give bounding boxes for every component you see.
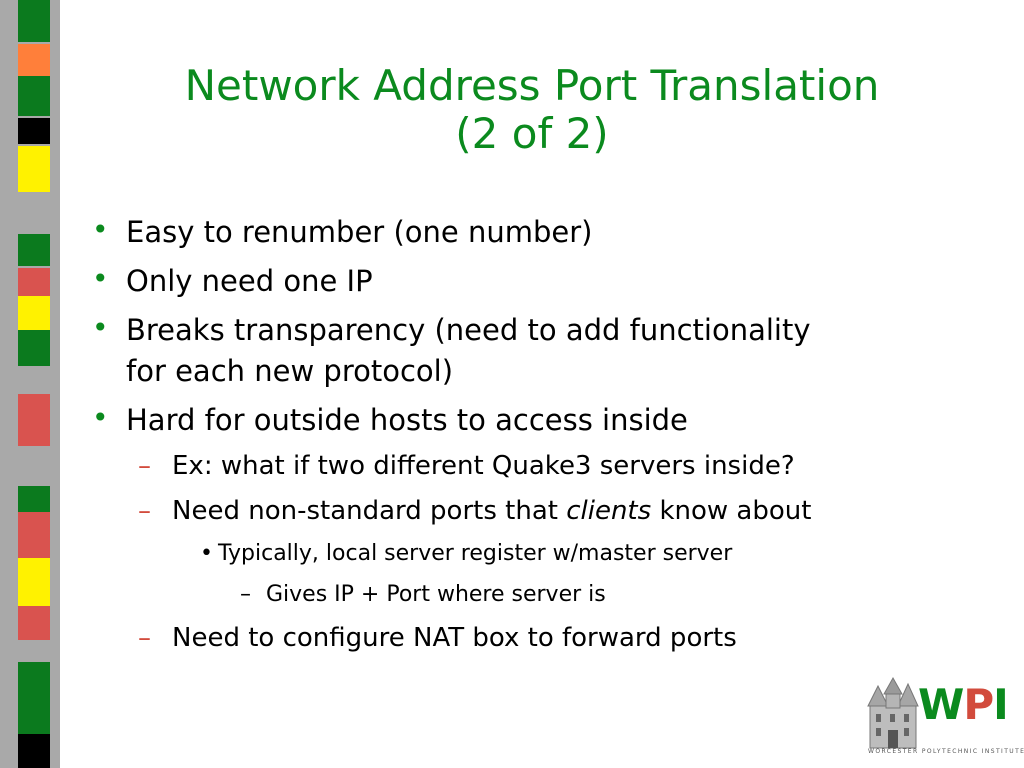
stripe-block <box>18 44 50 76</box>
stripe-block <box>18 234 50 266</box>
logo-wordmark: WPI <box>918 680 1009 730</box>
bullet-text-line-1: Breaks transparency (need to add functio… <box>126 313 811 347</box>
sub-bullet-text-after: know about <box>651 496 812 526</box>
stripe-block <box>18 296 50 330</box>
bullet-marker: • <box>92 401 109 434</box>
bullet-item: • Breaks transparency (need to add funct… <box>92 310 811 350</box>
stripe-block <box>18 192 50 234</box>
stripe-block <box>18 146 50 192</box>
stripe-block <box>18 486 50 512</box>
sub-bullet-marker: – <box>138 496 151 526</box>
stripe-block <box>18 0 50 42</box>
stripe-block <box>18 734 50 768</box>
logo-subtitle: WORCESTER POLYTECHNIC INSTITUTE <box>868 748 1024 755</box>
bullet-text: Only need one IP <box>126 264 373 298</box>
stripe-block <box>18 662 50 734</box>
stripe-block <box>18 76 50 116</box>
wpi-logo: WPI WORCESTER POLYTECHNIC INSTITUTE <box>866 674 1024 760</box>
bullet-item: • Only need one IP <box>92 261 373 301</box>
sub-bullet-item: – Ex: what if two different Quake3 serve… <box>138 448 795 484</box>
sub-bullet-marker: – <box>138 451 151 481</box>
logo-letter-w: W <box>918 680 964 729</box>
sub-bullet-emphasis: clients <box>566 496 652 526</box>
stripe-block <box>18 118 50 144</box>
stripe-block <box>18 330 50 366</box>
stripe-block <box>18 606 50 640</box>
sub-bullet-text: Need to configure NAT box to forward por… <box>172 623 737 653</box>
bullet-marker: • <box>92 311 109 344</box>
stripe-block <box>18 366 50 394</box>
building-icon <box>867 676 919 749</box>
bullet-text-line-2: for each new protocol) <box>126 354 454 388</box>
bullet-continuation: for each new protocol) <box>126 351 453 391</box>
logo-letter-i: I <box>993 680 1009 729</box>
bullet-marker: • <box>92 262 109 295</box>
sub-bullet-text-before: Need non-standard ports that <box>172 496 567 526</box>
bullet-item: • Hard for outside hosts to access insid… <box>92 400 688 440</box>
stripe-block <box>18 558 50 606</box>
stripe-block <box>18 512 50 558</box>
level3-bullet-item: • Typically, local server register w/mas… <box>200 539 733 569</box>
bullet-marker: • <box>92 213 109 246</box>
stripe-block <box>18 268 50 296</box>
sub-bullet-item: – Need to configure NAT box to forward p… <box>138 620 737 656</box>
slide-title-line-2: (2 of 2) <box>455 109 609 158</box>
sub-bullet-item: – Need non-standard ports that clients k… <box>138 493 812 529</box>
slide-title-line-1: Network Address Port Translation <box>184 61 880 110</box>
level4-bullet-marker: – <box>240 582 251 607</box>
level4-bullet-text: Gives IP + Port where server is <box>266 582 606 607</box>
level4-bullet-item: – Gives IP + Port where server is <box>240 580 606 610</box>
stripe-block <box>18 640 50 662</box>
decorative-stripe-bar <box>0 0 60 768</box>
bullet-text: Hard for outside hosts to access inside <box>126 403 688 437</box>
level3-bullet-text: Typically, local server register w/maste… <box>218 541 733 566</box>
sub-bullet-text: Ex: what if two different Quake3 servers… <box>172 451 795 481</box>
sub-bullet-marker: – <box>138 623 151 653</box>
bullet-item: • Easy to renumber (one number) <box>92 212 593 252</box>
stripe-block <box>18 446 50 486</box>
bullet-text: Easy to renumber (one number) <box>126 215 593 249</box>
stripe-block <box>18 394 50 446</box>
level3-bullet-marker: • <box>200 541 213 566</box>
logo-letter-p: P <box>963 680 994 729</box>
slide-title: Network Address Port Translation (2 of 2… <box>80 62 984 158</box>
